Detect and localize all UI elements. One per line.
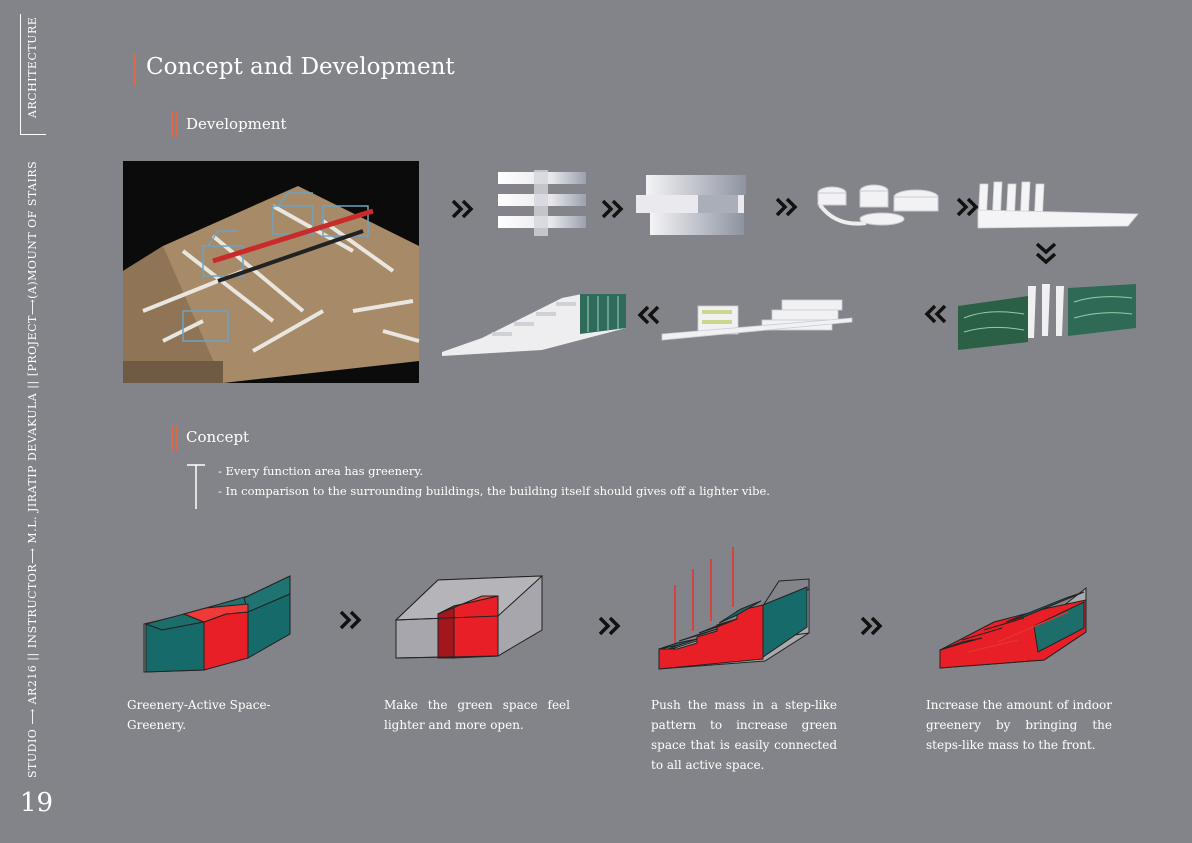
sidebar-rule-divider — [20, 134, 46, 135]
concept-heading: Concept — [186, 428, 250, 446]
fin-structure-model — [977, 181, 1139, 229]
green-facade-model — [958, 284, 1136, 350]
sidebar-credits: STUDIO ⟶ AR216 || INSTRUCTOR⟶ M.L. JIRAT… — [26, 160, 39, 778]
chevron-right-icon — [598, 616, 621, 636]
chevron-right-icon — [860, 616, 883, 636]
chevron-right-icon — [601, 199, 624, 219]
chevron-right-icon — [339, 610, 362, 630]
chevron-right-icon — [775, 197, 798, 217]
chevron-left-icon — [924, 304, 947, 324]
chevron-right-icon — [451, 199, 474, 219]
chevron-right-icon — [956, 197, 979, 217]
diagram-lighter-green-space — [394, 575, 544, 659]
diagram-steps-to-front — [939, 586, 1087, 669]
chevron-left-icon — [637, 305, 660, 325]
concept-bullets: - Every function area has greenery. - In… — [218, 461, 770, 501]
stepped-terraces-model — [661, 299, 853, 341]
model-photo — [123, 161, 420, 383]
development-heading: Development — [186, 115, 287, 133]
chevron-down-icon — [1035, 242, 1057, 265]
caption-lighter-green-space: Make the green space feel lighter and mo… — [384, 698, 570, 732]
development-accent-bars — [171, 112, 179, 138]
concept-bracket-icon — [187, 464, 205, 509]
concept-bullet: - Every function area has greenery. — [218, 464, 423, 478]
stacked-slabs-model — [498, 170, 586, 236]
offset-boxes-model — [636, 175, 746, 235]
caption-greenery-active-space: Greenery-Active Space-Greenery. — [127, 698, 271, 732]
sidebar-rule-top — [20, 14, 21, 134]
diagram-greenery-active-greenery — [143, 575, 291, 673]
sidebar-category: ARCHITECTURE — [26, 16, 39, 118]
curved-forms-model — [817, 184, 939, 226]
concept-bullet: - In comparison to the surrounding build… — [218, 484, 770, 498]
page-title: Concept and Development — [146, 54, 455, 80]
diagram-step-pattern — [658, 547, 810, 670]
caption-steps-to-front: Increase the amount of indoor greenery b… — [926, 698, 1112, 752]
stepped-mass-model — [442, 294, 626, 356]
concept-accent-bars — [171, 425, 179, 451]
title-accent-bar — [133, 53, 136, 86]
caption-step-pattern: Push the mass in a step-like pattern to … — [651, 698, 837, 772]
page-number: 19 — [20, 788, 54, 818]
